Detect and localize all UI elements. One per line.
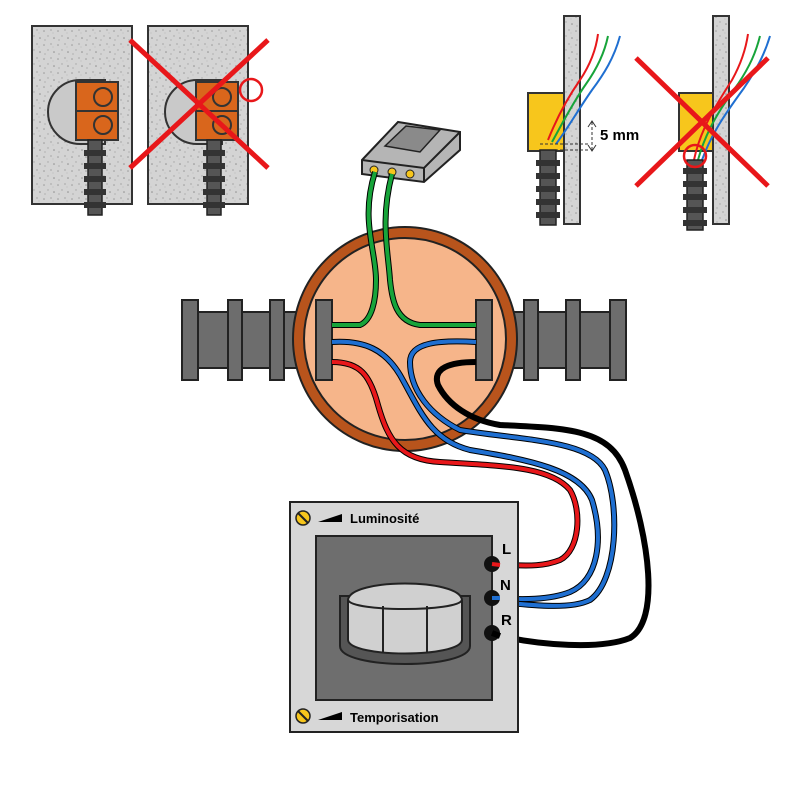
adapter-sleeve [527,92,565,152]
ramp-icon [318,514,342,522]
gland-wrong-panel [634,15,771,231]
red-cross-icon [128,38,270,170]
terminal-r-label: R [501,612,512,629]
ramp-icon [318,712,342,720]
sensor-lens [339,582,471,665]
luminosity-label: Luminosité [350,511,419,526]
terminal-screw [212,87,232,107]
terminal-screw [93,115,113,135]
connector-port [405,169,415,179]
red-cross-icon [634,56,770,188]
gland-left [315,299,333,381]
mounting-wrong-panel [128,25,270,216]
defect-circle [238,77,264,103]
conduit [536,149,560,226]
luminosity-control: Luminosité [295,510,419,526]
conduit [203,139,225,216]
defect-circle [682,143,708,169]
return-wire [433,359,652,649]
gland-correct-panel: 5 mm [527,15,639,226]
timer-label: Temporisation [350,710,439,725]
gland-right [475,299,493,381]
terminal-l-label: L [502,541,511,558]
measure-label: 5 mm [600,127,639,144]
conduit [683,159,707,231]
wires [331,171,652,649]
motion-detector: Luminosité Temporisation L N R [289,501,519,733]
earth-connector [361,120,461,184]
terminal-screw [93,87,113,107]
mounting-correct-panel [31,25,133,216]
terminal-n-label: N [500,577,511,594]
junction-box [292,226,518,452]
conduit [84,139,106,216]
timer-control: Temporisation [295,708,439,725]
